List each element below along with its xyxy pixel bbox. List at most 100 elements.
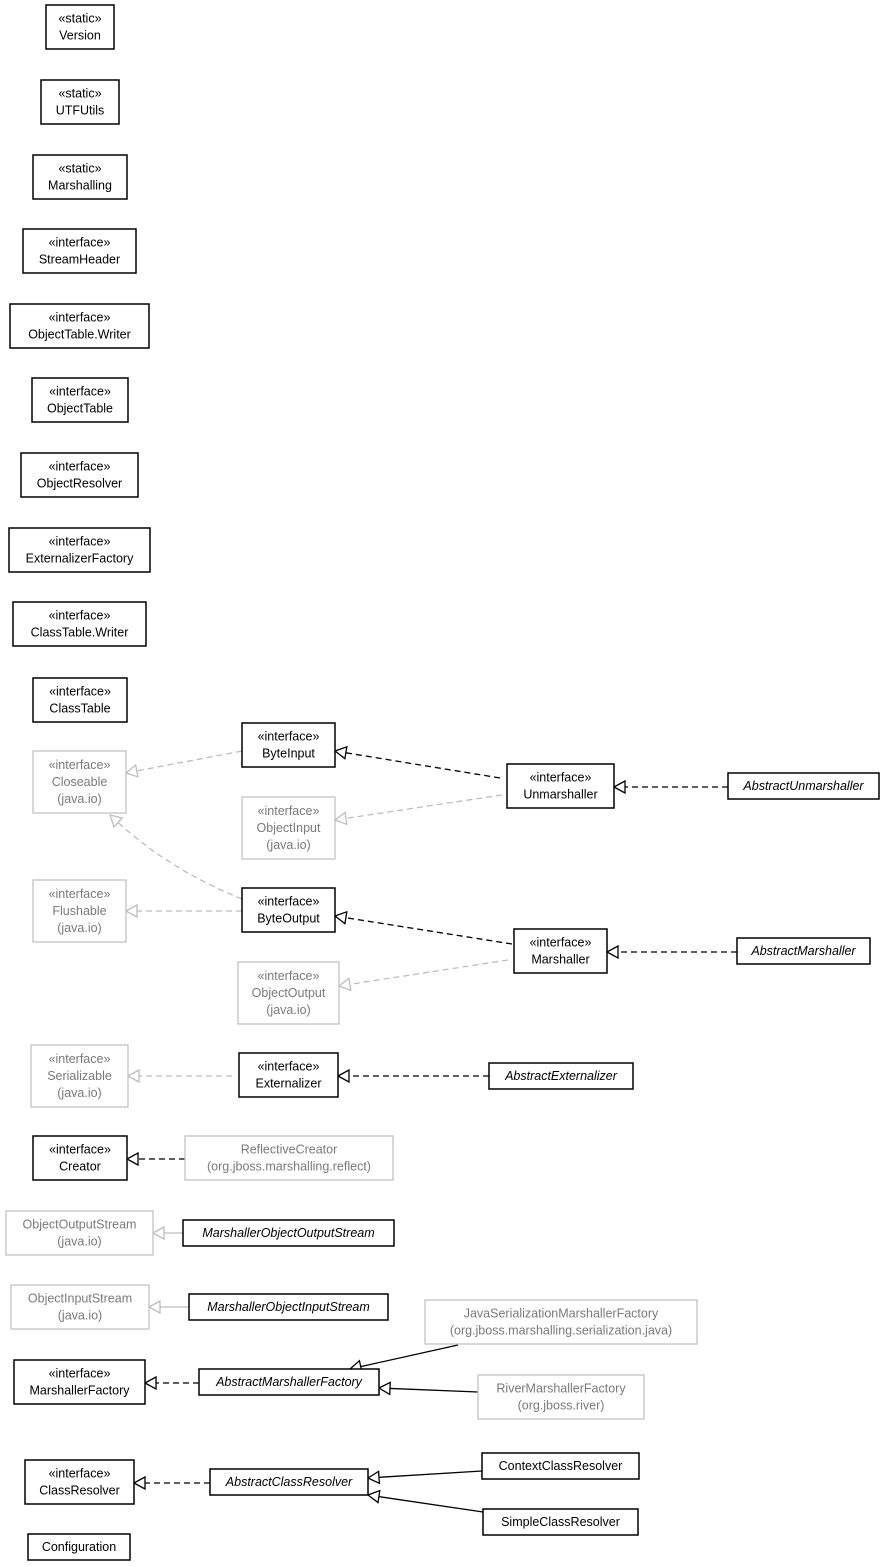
- class-name-label: Closeable: [52, 775, 108, 789]
- stereotype-label: «interface»: [258, 895, 320, 909]
- class-name-label: AbstractExternalizer: [504, 1069, 618, 1083]
- byteinput-interface: «interface»ByteInput: [241, 722, 336, 768]
- class-name-label: Version: [59, 29, 101, 43]
- arrowhead-icon: [333, 745, 348, 760]
- stereotype-label: «interface»: [49, 535, 111, 549]
- stereotype-label: «interface»: [49, 236, 111, 250]
- flushable-interface: «interface»Flushable(java.io): [32, 879, 127, 943]
- unmarshaller-interface: «interface» Unmarshaller: [506, 763, 615, 809]
- abstractmarshallerfactory-class: AbstractMarshallerFactory: [198, 1368, 380, 1396]
- class-name-label: ClassResolver: [39, 1484, 120, 1498]
- arrowhead-icon: [143, 1375, 157, 1391]
- stereotype-label: «interface»: [49, 758, 111, 772]
- objecttable-writer-interface: «interface»ObjectTable.Writer: [9, 303, 150, 349]
- reflectivecreator-class: ReflectiveCreator (org.jboss.marshalling.…: [184, 1135, 394, 1181]
- class-name-label: ObjectInputStream: [28, 1292, 132, 1306]
- class-name-label: ClassTable.Writer: [31, 626, 129, 640]
- contextclassresolver-class: ContextClassResolver: [481, 1452, 640, 1480]
- class-name-label: ContextClassResolver: [499, 1459, 623, 1473]
- class-name-label: Flushable: [52, 904, 106, 918]
- class-name-label: ObjectInput: [257, 821, 321, 835]
- relationship-edges: [108, 745, 737, 1513]
- package-label: (org.jboss.marshalling.reflect): [207, 1160, 371, 1174]
- class-name-label: ByteInput: [262, 747, 315, 761]
- version-class: «static» Version: [45, 4, 115, 50]
- rivermarshallerfactory-class: RiverMarshallerFactory(org.jboss.river): [477, 1374, 645, 1420]
- byteoutput-interface: «interface» ByteOutput: [241, 887, 336, 933]
- arrowhead-icon: [126, 1068, 140, 1084]
- arrowhead-icon: [108, 814, 124, 829]
- edge-rivermarshallerfactory-to-abstractmarshallerfactory: [377, 1381, 479, 1396]
- simpleclassresolver-class: SimpleClassResolver: [482, 1508, 639, 1536]
- class-name-label: ObjectTable: [47, 402, 113, 416]
- edge-reflectivecreator-to-creator: [125, 1151, 185, 1167]
- stereotype-label: «interface»: [49, 609, 111, 623]
- serializable-interface: «interface» Serializable (java.io): [30, 1044, 129, 1108]
- class-name-label: Marshalling: [48, 179, 112, 193]
- class-name-label: ExternalizerFactory: [26, 552, 134, 566]
- stereotype-label: «static»: [58, 162, 101, 176]
- package-label: (java.io): [57, 792, 101, 806]
- class-name-label: ObjectOutput: [252, 986, 326, 1000]
- objectinput-interface: «interface»ObjectInput(java.io): [241, 796, 336, 860]
- class-name-label: Externalizer: [256, 1077, 322, 1091]
- arrowhead-icon: [333, 811, 348, 826]
- edge-abstractexternalizer-to-externalizer: [336, 1068, 489, 1084]
- arrowhead-icon: [151, 1225, 165, 1241]
- objectinputstream-class: ObjectInputStream(java.io): [10, 1284, 150, 1330]
- externalizer-interface: «interface»Externalizer: [238, 1052, 339, 1098]
- package-label: (org.jboss.marshalling.serialization.jav…: [450, 1324, 672, 1338]
- edge-unmarshaller-to-byteinput: [333, 745, 501, 779]
- stereotype-label: «static»: [58, 12, 101, 26]
- objectoutputstream-class: ObjectOutputStream (java.io): [5, 1210, 154, 1256]
- package-label: (java.io): [57, 1086, 101, 1100]
- marshaller-interface: «interface»Marshaller: [513, 928, 608, 974]
- class-name-label: ReflectiveCreator: [241, 1143, 338, 1157]
- arrowhead-icon: [336, 1068, 350, 1084]
- edge-simpleclassresolver-to-abstractclassresolver: [366, 1489, 484, 1513]
- class-name-label: SimpleClassResolver: [501, 1515, 620, 1529]
- package-label: (java.io): [57, 1235, 101, 1249]
- class-name-label: ObjectOutputStream: [23, 1218, 137, 1232]
- arrowhead-icon: [147, 1299, 161, 1315]
- class-name-label: Serializable: [47, 1069, 112, 1083]
- class-name-label: AbstractClassResolver: [225, 1475, 353, 1489]
- class-name-label: Marshaller: [531, 953, 589, 967]
- edge-byteinput-to-closeable: [124, 750, 243, 778]
- class-name-label: ObjectTable.Writer: [28, 328, 131, 342]
- edge-byteoutput-to-flushable: [124, 903, 242, 919]
- arrowhead-icon: [124, 763, 139, 778]
- stereotype-label: «interface»: [49, 1052, 111, 1066]
- class-name-label: ByteOutput: [257, 912, 320, 926]
- abstractclassresolver-class: AbstractClassResolver: [209, 1468, 369, 1496]
- edge-unmarshaller-to-objectinput: [333, 794, 503, 826]
- edge-contextclassresolver-to-abstractclassresolver: [366, 1470, 483, 1485]
- edge-marshallerobjectoutputstream-to-objectoutputstream: [151, 1225, 183, 1241]
- edge-byteoutput-to-closeable: [108, 814, 243, 900]
- configuration-class: Configuration: [27, 1533, 131, 1561]
- marshalling-class: «static» Marshalling: [32, 154, 128, 200]
- edge-marshaller-to-byteoutput: [333, 910, 513, 945]
- stereotype-label: «interface»: [49, 1467, 111, 1481]
- stereotype-label: «interface»: [49, 385, 111, 399]
- class-name-label: Configuration: [42, 1540, 116, 1554]
- class-name-label: ObjectResolver: [37, 477, 122, 491]
- class-name-label: AbstractUnmarshaller: [742, 779, 864, 793]
- arrowhead-icon: [124, 903, 138, 919]
- classtable-interface: «interface»ClassTable: [32, 677, 128, 723]
- stereotype-label: «interface»: [258, 804, 320, 818]
- class-name-label: RiverMarshallerFactory: [496, 1382, 626, 1396]
- edge-abstractunmarshaller-to-unmarshaller: [612, 779, 728, 795]
- class-name-label: Unmarshaller: [523, 788, 597, 802]
- class-name-label: JavaSerializationMarshallerFactory: [464, 1307, 659, 1321]
- abstractmarshaller-class: AbstractMarshaller: [736, 937, 871, 965]
- class-name-label: ClassTable: [49, 702, 110, 716]
- utfutils-class: «static»UTFUtils: [40, 79, 120, 125]
- class-name-label: MarshallerObjectInputStream: [207, 1300, 370, 1314]
- marshallerfactory-interface: «interface»MarshallerFactory: [13, 1359, 146, 1405]
- stereotype-label: «interface»: [530, 771, 592, 785]
- arrowhead-icon: [612, 779, 626, 795]
- edge-externalizer-to-serializable: [126, 1068, 232, 1084]
- marshallerobjectinputstream-class: MarshallerObjectInputStream: [188, 1293, 389, 1321]
